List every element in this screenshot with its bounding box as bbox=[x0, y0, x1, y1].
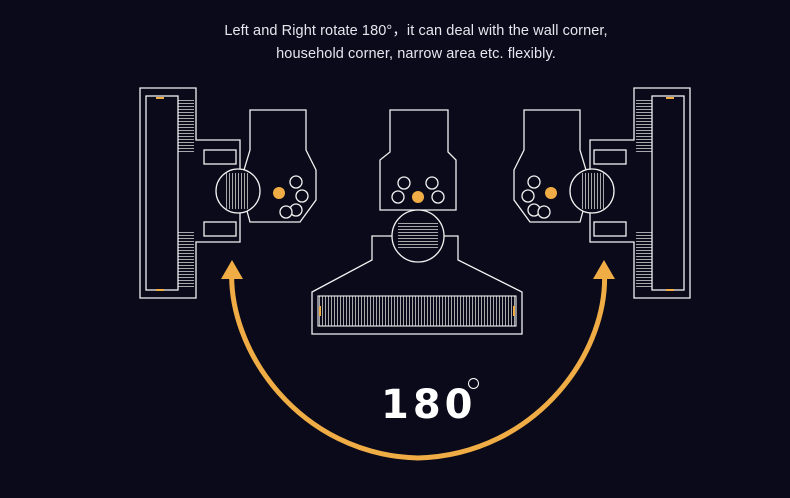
brush-comb-left-bottom bbox=[178, 232, 194, 288]
pivot-dot-right bbox=[545, 187, 557, 199]
caption-line-2: household corner, narrow area etc. flexi… bbox=[276, 46, 556, 62]
brush-head-left bbox=[139, 87, 317, 299]
rotation-angle-label: 180 bbox=[381, 382, 477, 428]
brush-head-right bbox=[513, 87, 691, 299]
rotation-arc bbox=[229, 263, 608, 461]
arrowhead-right bbox=[593, 260, 615, 279]
brush-strip-center bbox=[317, 295, 517, 327]
caption: Left and Right rotate 180°，it can deal w… bbox=[0, 20, 790, 66]
brush-body-right bbox=[589, 87, 691, 299]
brush-comb-left-top bbox=[178, 98, 194, 154]
arrowhead-left bbox=[221, 260, 243, 279]
brush-head-center bbox=[311, 109, 523, 335]
pivot-dot-left bbox=[273, 187, 285, 199]
degree-symbol bbox=[468, 378, 479, 389]
caption-line-1: Left and Right rotate 180°，it can deal w… bbox=[224, 23, 608, 39]
brush-body-left bbox=[139, 87, 241, 299]
pivot-dot-center bbox=[412, 191, 424, 203]
